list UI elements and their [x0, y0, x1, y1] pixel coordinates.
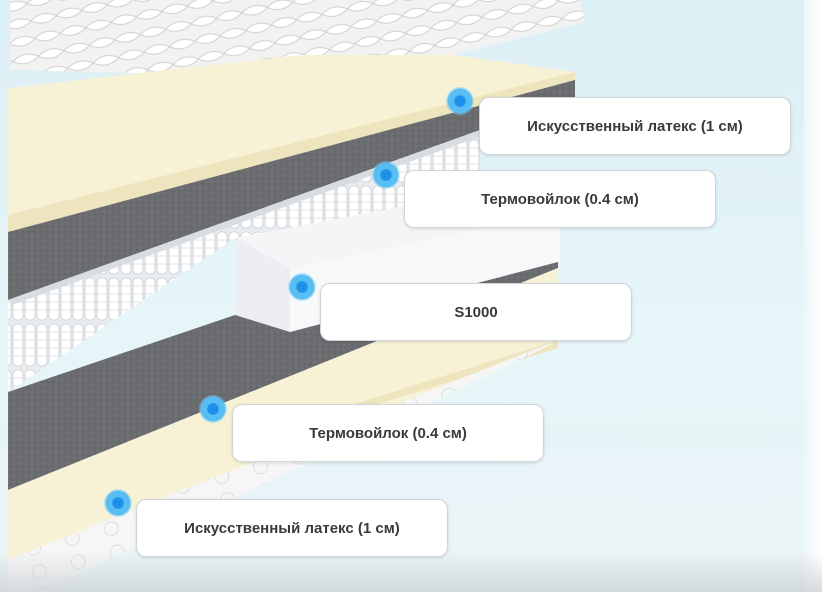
layer-label-1: Искусственный латекс (1 см) — [527, 117, 743, 135]
quilted-cover — [10, 0, 585, 78]
layer-callout-3: S1000 — [320, 283, 632, 341]
layer-marker-1[interactable] — [446, 87, 474, 115]
layer-callout-2: Термовойлок (0.4 см) — [404, 170, 716, 228]
spring-block — [8, 130, 480, 392]
right-edge-strip — [804, 0, 822, 592]
felt-layer-top — [8, 80, 575, 300]
layer-callout-1: Искусственный латекс (1 см) — [479, 97, 791, 155]
layer-label-3: S1000 — [454, 303, 498, 321]
layer-marker-4[interactable] — [199, 395, 227, 423]
layer-marker-5[interactable] — [104, 489, 132, 517]
bottom-shadow — [0, 552, 822, 592]
layer-label-5: Искусственный латекс (1 см) — [184, 519, 400, 537]
layer-callout-5: Искусственный латекс (1 см) — [136, 499, 448, 557]
layer-marker-2[interactable] — [372, 161, 400, 189]
layer-label-2: Термовойлок (0.4 см) — [481, 190, 639, 208]
layer-label-4: Термовойлок (0.4 см) — [309, 424, 467, 442]
layer-marker-3[interactable] — [288, 273, 316, 301]
layer-callout-4: Термовойлок (0.4 см) — [232, 404, 544, 462]
